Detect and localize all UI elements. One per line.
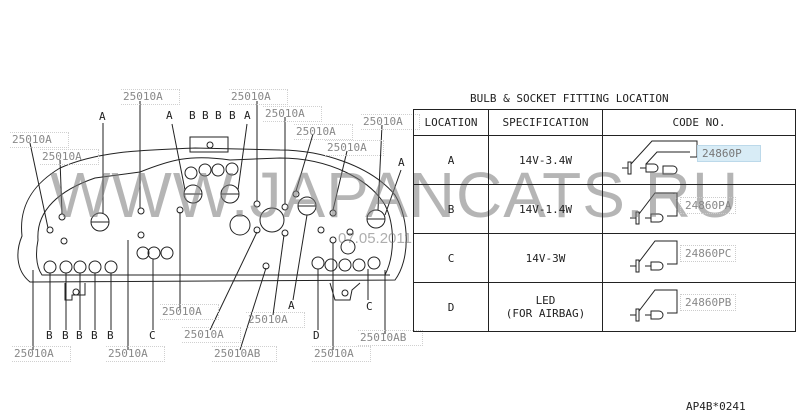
- code-link-24860PA[interactable]: 24860PA: [680, 197, 737, 214]
- location-letter: C: [149, 329, 156, 342]
- part-label[interactable]: 25010A: [246, 312, 305, 328]
- spec-line-1: LED: [535, 294, 556, 307]
- part-label[interactable]: 25010AB: [212, 346, 278, 362]
- location-cell: C: [413, 233, 489, 283]
- code-link-24860PB[interactable]: 24860PB: [680, 294, 737, 311]
- table-title: BULB & SOCKET FITTING LOCATION: [470, 92, 669, 105]
- location-letter: B: [215, 109, 222, 122]
- part-label[interactable]: 25010A: [312, 346, 371, 362]
- spec-cell: 14V-3W: [488, 233, 603, 283]
- date-stamp: 07.05.2011: [338, 230, 412, 247]
- part-label[interactable]: 25010A: [263, 106, 322, 122]
- part-label[interactable]: 25010A: [182, 327, 241, 343]
- code-link-24860PC[interactable]: 24860PC: [680, 245, 737, 262]
- location-cell: D: [413, 282, 489, 332]
- location-letter: B: [229, 109, 236, 122]
- location-letter: B: [107, 329, 114, 342]
- code-cell: [602, 233, 796, 283]
- header-code: CODE NO.: [602, 109, 796, 136]
- table-header-row: LOCATION SPECIFICATION CODE NO.: [413, 109, 796, 136]
- location-letter: B: [46, 329, 53, 342]
- location-letter: A: [99, 110, 106, 123]
- header-specification: SPECIFICATION: [488, 109, 603, 136]
- location-cell: B: [413, 184, 489, 234]
- part-label[interactable]: 25010A: [361, 114, 420, 130]
- part-label[interactable]: 25010A: [106, 346, 165, 362]
- part-label[interactable]: 25010A: [40, 149, 99, 165]
- code-link-24860P[interactable]: 24860P: [697, 145, 761, 162]
- location-letter: B: [202, 109, 209, 122]
- part-label[interactable]: 25010A: [160, 304, 219, 320]
- location-letter: D: [313, 329, 320, 342]
- drawing-number: AP4B*0241: [686, 400, 746, 413]
- part-label[interactable]: 25010A: [325, 140, 384, 156]
- spec-cell: 14V-1.4W: [488, 184, 603, 234]
- location-letter: C: [366, 300, 373, 313]
- part-label[interactable]: 25010A: [12, 346, 71, 362]
- location-cell: A: [413, 135, 489, 185]
- location-letter: A: [288, 299, 295, 312]
- spec-line-2: (FOR AIRBAG): [505, 307, 586, 320]
- code-cell: [602, 282, 796, 332]
- location-letter: B: [91, 329, 98, 342]
- spec-cell: LED(FOR AIRBAG): [488, 282, 603, 332]
- location-letter: B: [189, 109, 196, 122]
- spec-cell: 14V-3.4W: [488, 135, 603, 185]
- location-letter: B: [62, 329, 69, 342]
- location-letter: A: [244, 109, 251, 122]
- part-label[interactable]: 25010A: [229, 89, 288, 105]
- location-letter: B: [76, 329, 83, 342]
- part-label[interactable]: 25010A: [294, 124, 353, 140]
- location-letter: A: [166, 109, 173, 122]
- location-letter: A: [398, 156, 405, 169]
- header-location: LOCATION: [413, 109, 489, 136]
- part-label[interactable]: 25010A: [121, 89, 180, 105]
- part-label[interactable]: 25010A: [10, 132, 69, 148]
- part-label[interactable]: 25010AB: [358, 330, 424, 346]
